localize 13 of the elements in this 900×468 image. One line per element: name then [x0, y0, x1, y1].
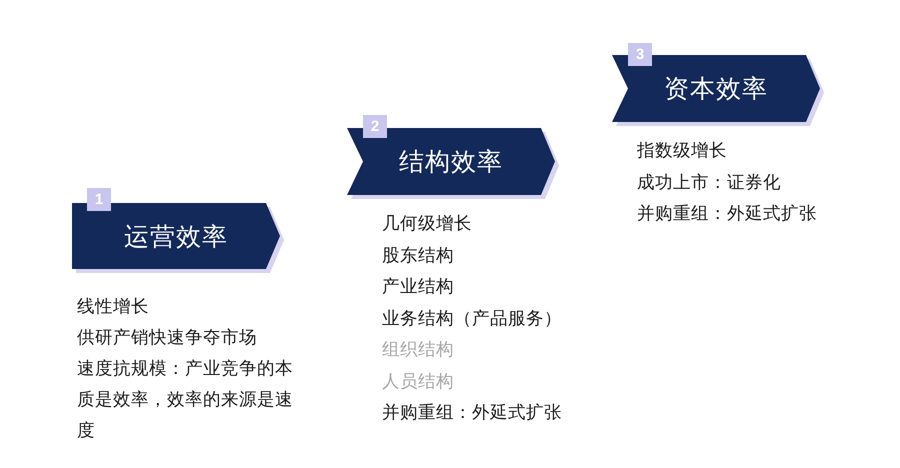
- list-item: 业务结构（产品服务）: [382, 308, 563, 330]
- list-item: 指数级增长: [637, 140, 728, 163]
- list-item: 供研产销快速争夺市场: [77, 327, 258, 350]
- list-item: 并购重组：外延式扩张: [637, 203, 818, 226]
- list-item: 线性增长: [77, 296, 150, 319]
- list-item: 速度抗规模：产业竞争的本质是效率，效率的来源是速度: [77, 358, 294, 443]
- list-item: 成功上市：证券化: [637, 172, 782, 194]
- list-item: 股东结构: [382, 244, 455, 268]
- list-item: 组织结构: [382, 339, 455, 362]
- list-item: 并购重组：外延式扩张: [382, 402, 563, 425]
- list-item: 产业结构: [382, 276, 455, 299]
- list-item: 几何级增长: [382, 213, 473, 236]
- list-item: 人员结构: [382, 370, 455, 394]
